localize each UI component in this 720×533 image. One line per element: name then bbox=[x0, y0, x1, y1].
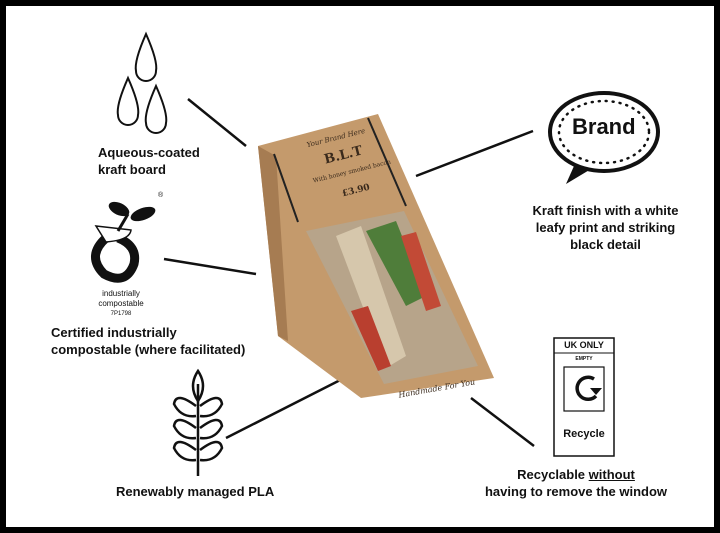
connector-lines bbox=[91, 31, 660, 476]
label-line: black detail bbox=[570, 237, 641, 252]
seedling-compostable-icon bbox=[91, 201, 156, 283]
feature-label-aqueous: Aqueous-coated kraft board bbox=[98, 144, 200, 178]
label-line: compostable (where facilitated) bbox=[51, 342, 246, 357]
label-line: kraft board bbox=[98, 162, 166, 177]
connector-line bbox=[415, 129, 534, 178]
water-drops-icon bbox=[116, 31, 168, 134]
recycle-label-icon bbox=[553, 337, 615, 457]
feature-label-compostable: Certified industrially compostable (wher… bbox=[51, 324, 245, 358]
label-line: having to remove the window bbox=[484, 484, 668, 499]
connector-line bbox=[470, 397, 535, 447]
label-line: Certified industrially bbox=[51, 325, 177, 340]
logo-code: 7P1798 bbox=[110, 311, 132, 317]
logo-text: compostable bbox=[98, 299, 144, 308]
label-line: leafy print and striking bbox=[535, 220, 676, 235]
feature-label-recyclable: Recyclable without having to remove the … bbox=[471, 466, 681, 500]
label-line: Kraft finish with a white bbox=[532, 203, 679, 218]
infographic: Aqueous-coated kraft board Brand Kraft f… bbox=[6, 6, 714, 527]
brand-bubble-text: Brand bbox=[572, 114, 636, 139]
connector-line bbox=[163, 257, 257, 276]
compostable-logo-text: industrially compostable 7P1798 bbox=[76, 289, 166, 319]
label-line: Aqueous-coated bbox=[98, 145, 200, 160]
feature-label-pla: Renewably managed PLA bbox=[116, 484, 275, 499]
registered-mark: ® bbox=[158, 192, 164, 199]
sandwich-pack-image bbox=[258, 114, 494, 398]
connector-line bbox=[225, 369, 359, 440]
feature-label-kraft: Kraft finish with a white leafy print an… bbox=[498, 202, 713, 253]
label-underlined-word: without bbox=[588, 467, 635, 482]
label-word: Recyclable bbox=[517, 467, 586, 482]
brand-speech-bubble-icon bbox=[548, 91, 660, 184]
logo-text: industrially bbox=[102, 289, 140, 298]
label-line: Recyclable without bbox=[471, 466, 681, 483]
recycle-logo-sub: EMPTY bbox=[575, 356, 593, 362]
recycle-logo-top: UK ONLY bbox=[564, 340, 604, 350]
wheat-icon bbox=[172, 368, 224, 476]
connector-line bbox=[187, 98, 247, 147]
recycle-logo-bottom: Recycle bbox=[563, 428, 605, 440]
